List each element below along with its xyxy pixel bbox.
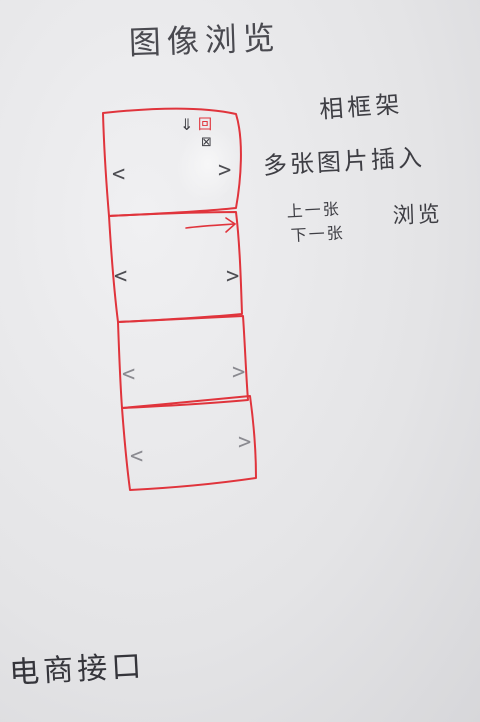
- frame-4: [121, 395, 257, 491]
- browse-label: 浏览: [392, 202, 444, 229]
- ecommerce-interface-label: 电商接口: [8, 648, 147, 691]
- next-arrow-icon[interactable]: >: [238, 430, 252, 455]
- download-icon[interactable]: ⇓: [180, 115, 194, 134]
- prev-arrow-icon[interactable]: <: [112, 162, 126, 187]
- frame-label: 相框架: [318, 90, 405, 124]
- next-arrow-icon[interactable]: >: [218, 158, 232, 183]
- prev-arrow-icon[interactable]: <: [122, 362, 136, 387]
- slide-arrow: [185, 217, 237, 233]
- prev-arrow-icon[interactable]: <: [114, 264, 128, 289]
- next-arrow-icon[interactable]: >: [226, 264, 240, 289]
- prev-image-label: 上一张: [286, 199, 342, 221]
- close-icon[interactable]: ⊠: [201, 135, 212, 150]
- maximize-icon[interactable]: 回: [198, 117, 212, 133]
- prev-arrow-icon[interactable]: <: [130, 444, 144, 469]
- next-arrow-icon[interactable]: >: [232, 360, 246, 385]
- frame-3: [117, 315, 249, 409]
- frame-2: [108, 211, 243, 323]
- frame-1: [102, 107, 242, 217]
- next-image-label: 下一张: [290, 223, 346, 245]
